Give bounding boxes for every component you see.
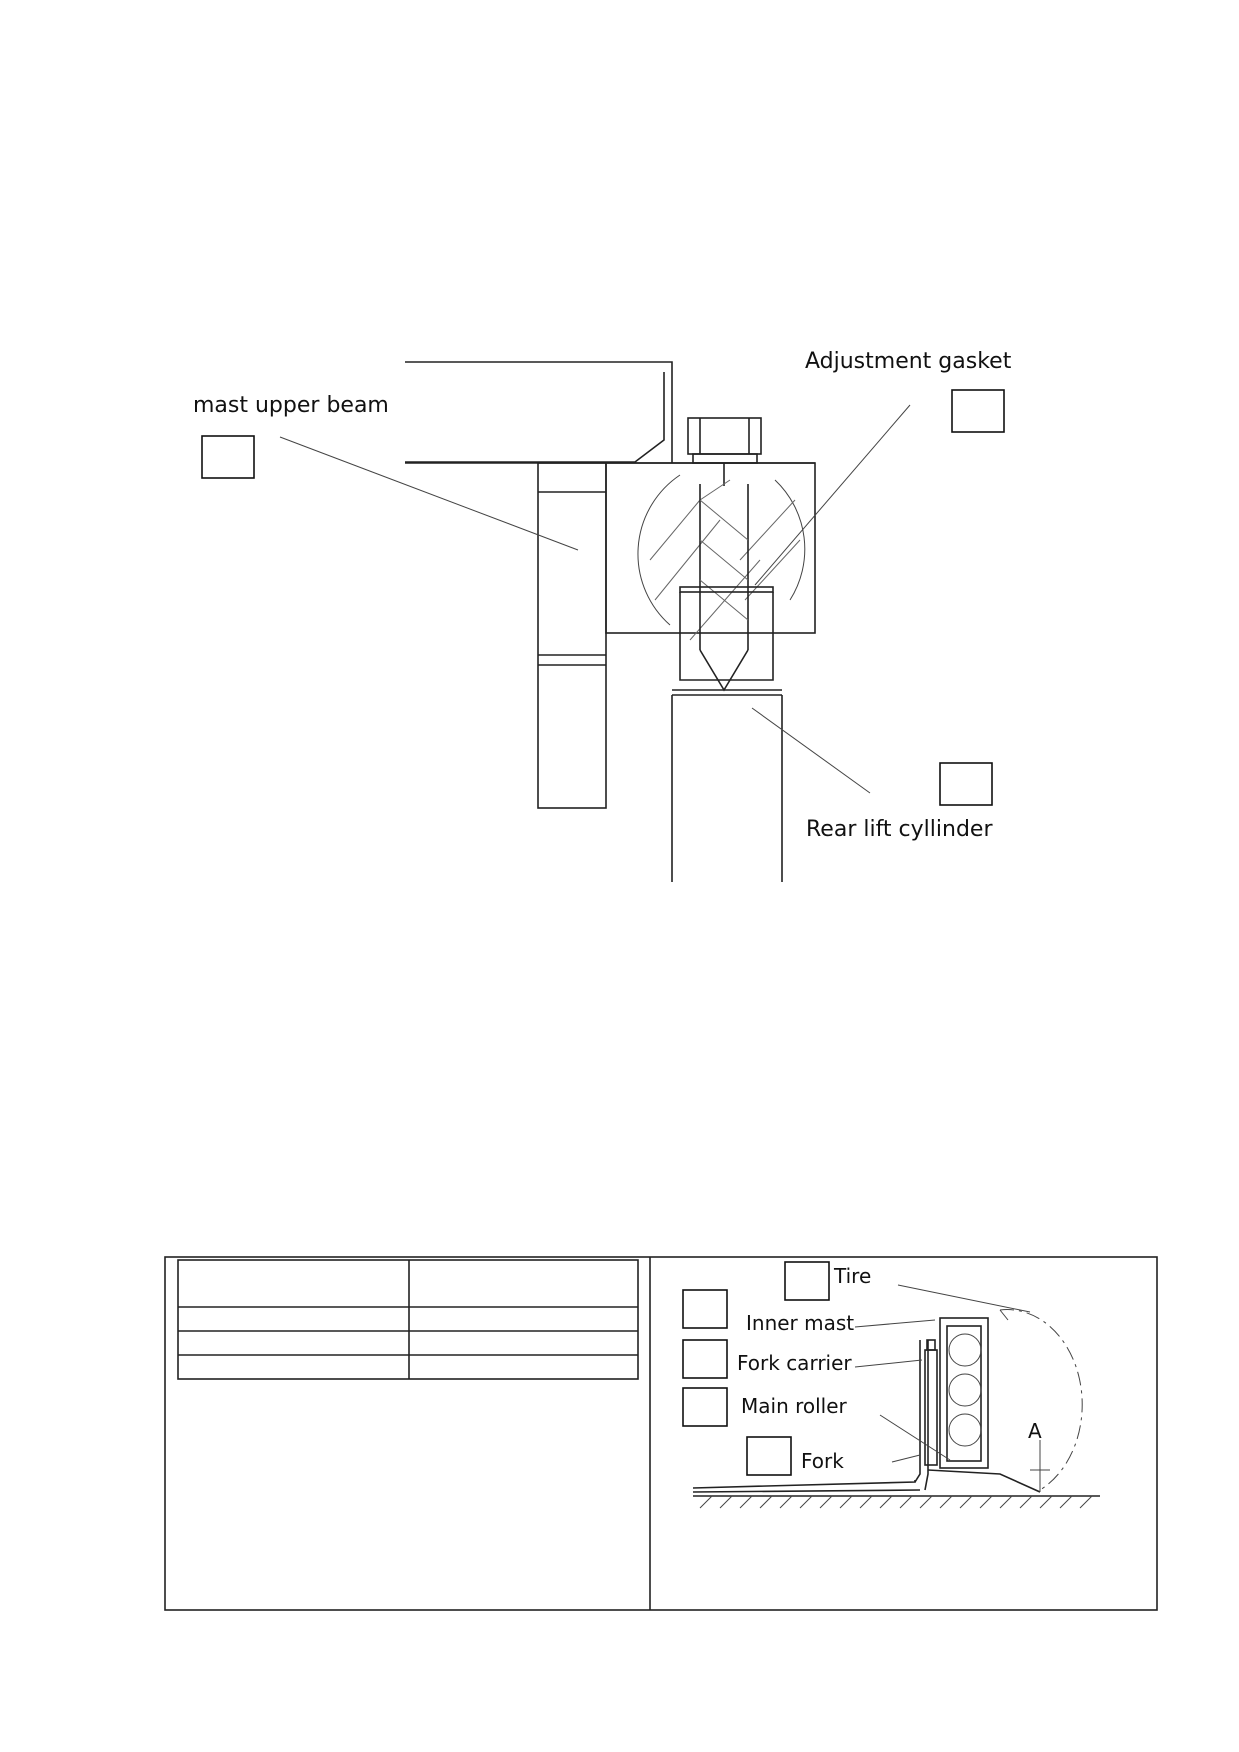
label-dimension-a: A xyxy=(1028,1419,1042,1443)
top-diagram: mast upper beam Adjustment gasket Rear l… xyxy=(193,349,1012,882)
leader-mast-upper-beam xyxy=(279,436,579,551)
hatched-bearing xyxy=(637,474,806,641)
answer-box-main-roller[interactable] xyxy=(682,1387,728,1427)
answer-box-tire[interactable] xyxy=(784,1261,830,1301)
answer-box-adjustment-gasket[interactable] xyxy=(951,389,1005,433)
cylinder-head xyxy=(672,586,782,696)
bolt xyxy=(687,417,762,650)
mast-upper-beam-drawing xyxy=(405,361,816,809)
label-rear-lift-cylinder: Rear lift cyllinder xyxy=(806,817,993,842)
label-tire: Tire xyxy=(833,1264,871,1288)
leader-adjustment-gasket xyxy=(754,404,911,586)
answer-box-fork[interactable] xyxy=(746,1436,792,1476)
label-fork: Fork xyxy=(801,1449,844,1473)
fork-diagram xyxy=(692,1284,1100,1509)
label-mast-upper-beam: mast upper beam xyxy=(193,393,389,418)
answer-box-mast-upper-beam[interactable] xyxy=(201,435,255,479)
label-adjustment-gasket: Adjustment gasket xyxy=(805,349,1012,374)
label-inner-mast: Inner mast xyxy=(746,1311,854,1335)
bottom-table: Tire Inner mast Fork carrier Main roller… xyxy=(164,1256,1158,1611)
answer-box-inner-mast[interactable] xyxy=(682,1289,728,1329)
rear-lift-cylinder-drawing xyxy=(671,695,783,882)
answer-box-rear-lift-cylinder[interactable] xyxy=(939,762,993,806)
answer-box-fork-carrier[interactable] xyxy=(682,1339,728,1379)
leader-rear-lift-cylinder xyxy=(751,707,871,794)
blank-grid-table xyxy=(177,1259,639,1380)
label-fork-carrier: Fork carrier xyxy=(737,1351,852,1375)
label-main-roller: Main roller xyxy=(741,1394,848,1418)
